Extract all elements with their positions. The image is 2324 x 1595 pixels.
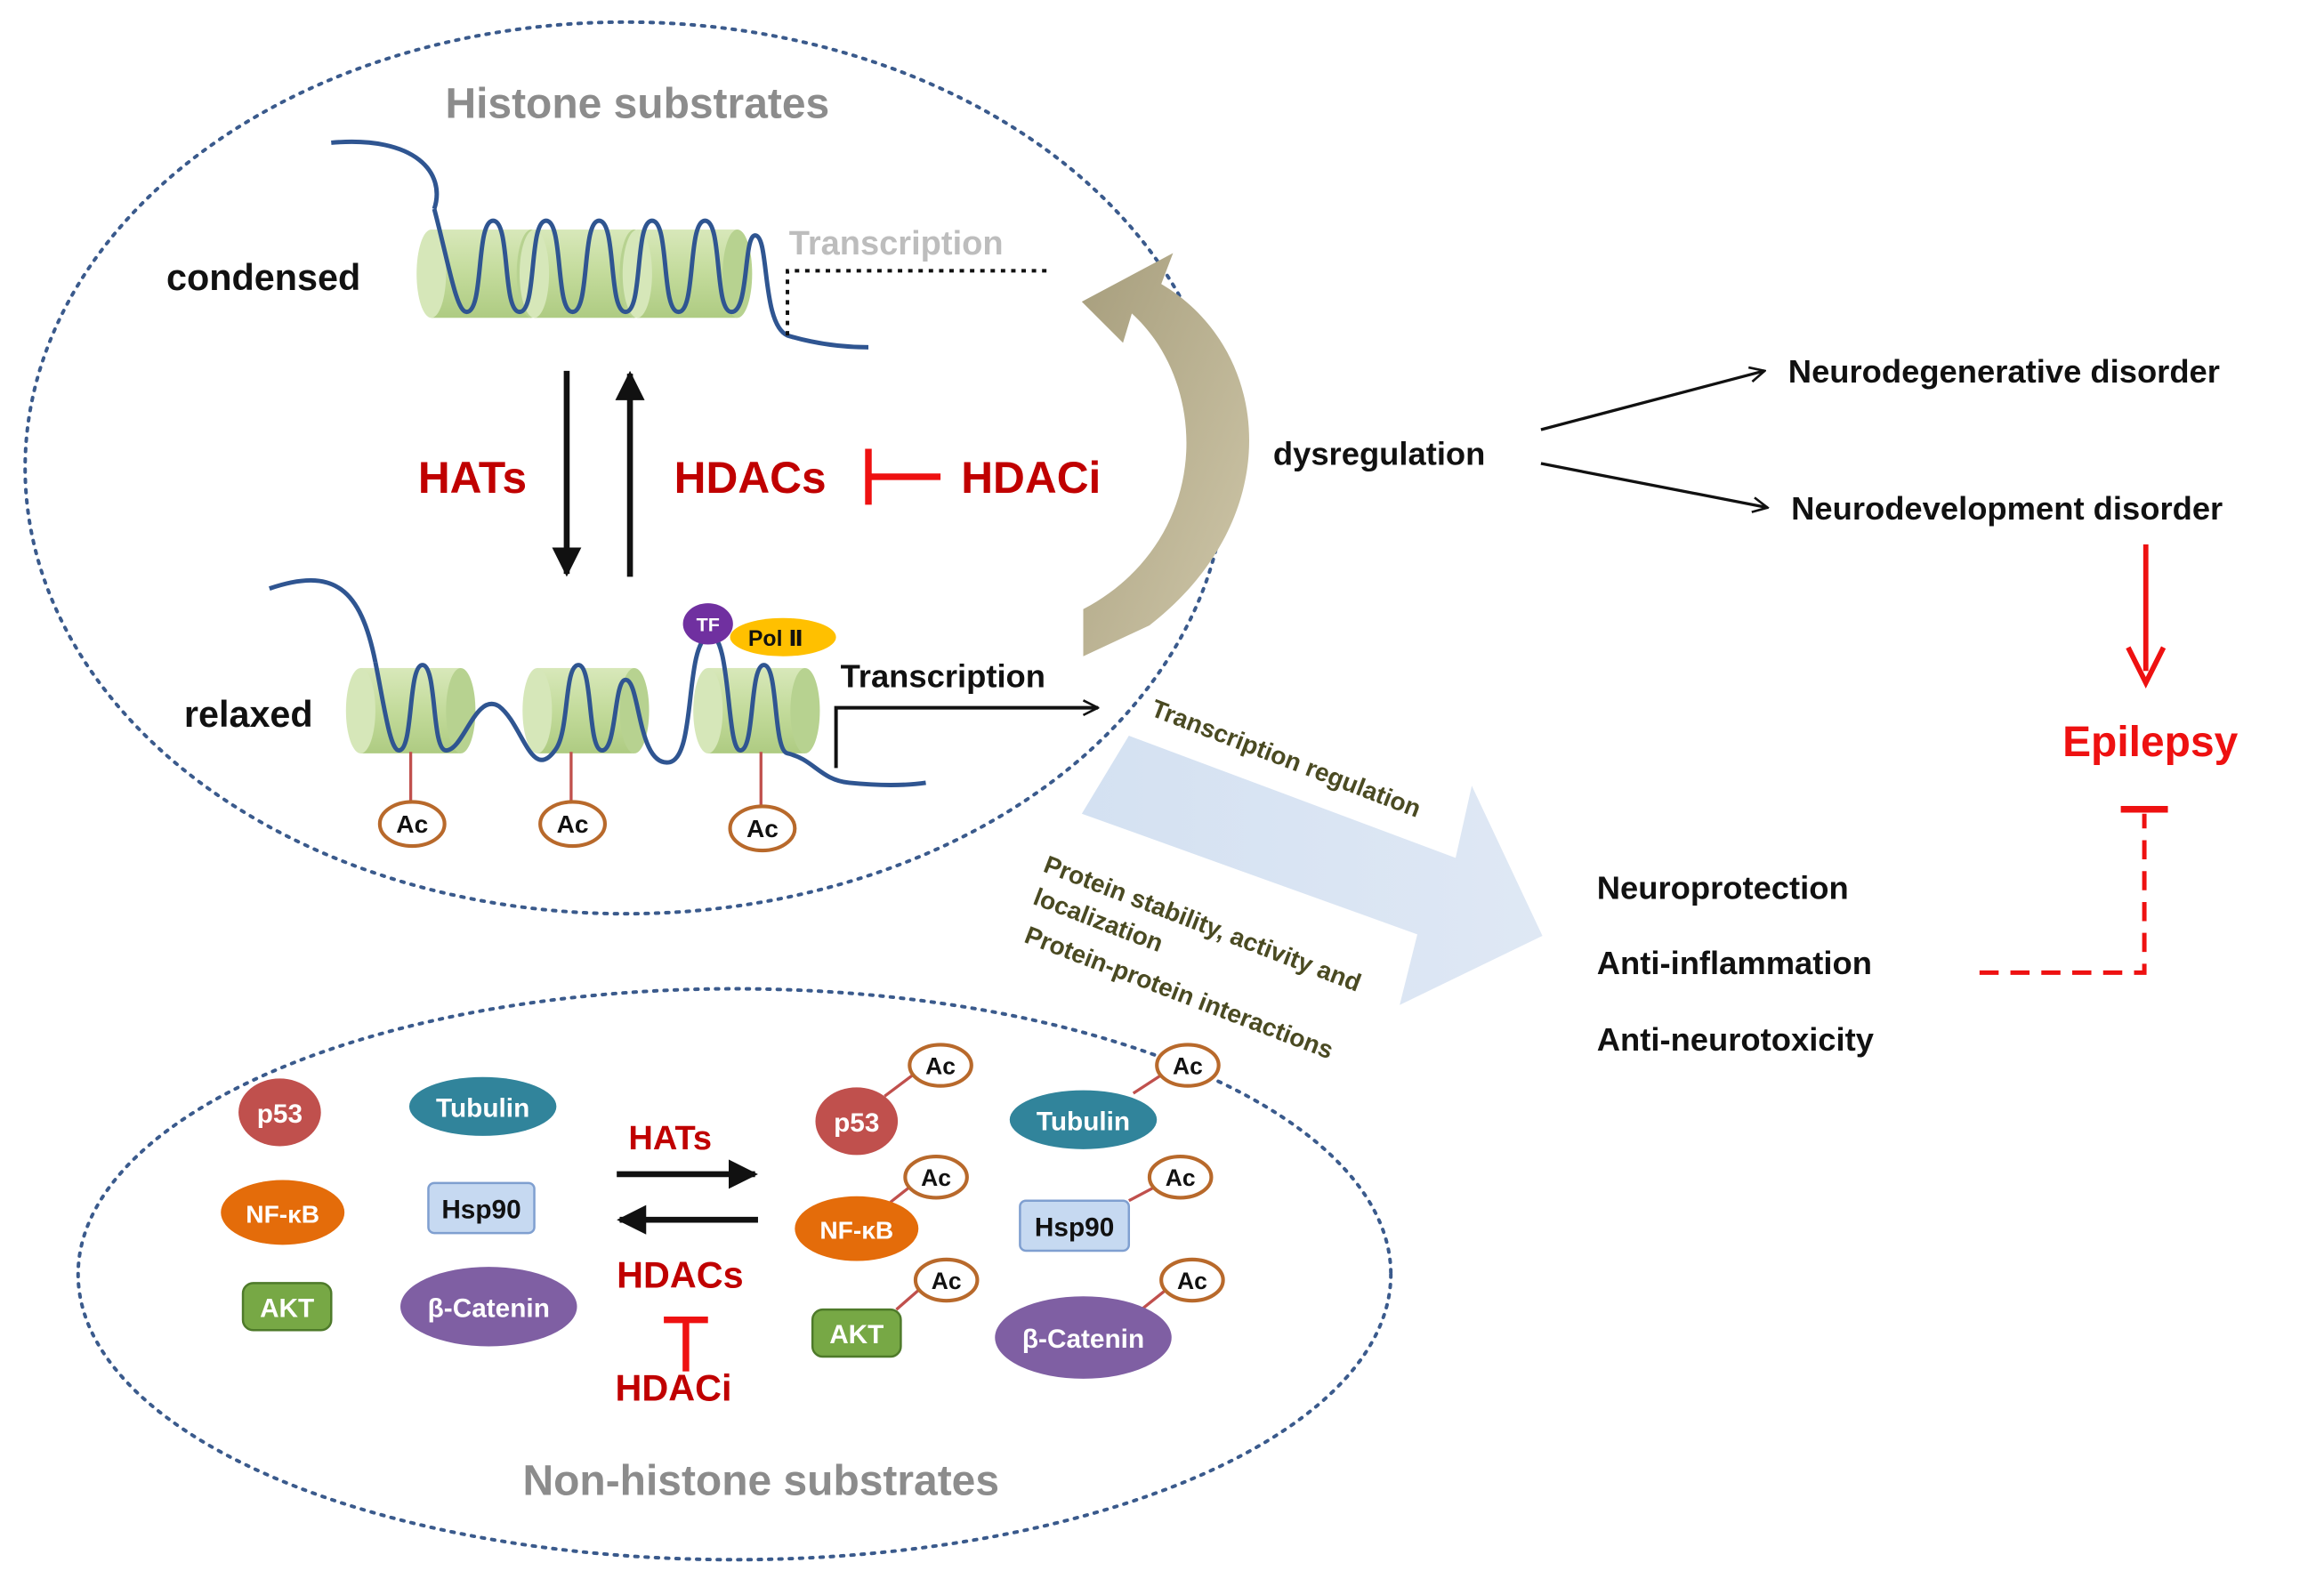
epilepsy-inhibition-line (1979, 806, 2168, 975)
acetylated-akt: AKT Ac (811, 1257, 980, 1358)
protein-nfkb: NF-κB (221, 1180, 345, 1245)
histone-equilibrium: HATs HDACs HDACi (418, 370, 1101, 577)
nonhistone-equilibrium: HATs HDACs HDACi (616, 1120, 758, 1409)
protein-tubulin: Tubulin (408, 1076, 557, 1136)
transcription-on-label: Transcription (841, 657, 1045, 694)
regulation-block-arrow (1081, 736, 1543, 1005)
arrow-to-epilepsy (2126, 544, 2167, 689)
condensed-label: condensed (166, 257, 360, 298)
transcription-on-arrow (834, 708, 1098, 769)
ac-label: Ac (1166, 1164, 1196, 1191)
effect-anti-neurotoxicity: Anti-neurotoxicity (1597, 1021, 1875, 1058)
protein-catenin: β-Catenin (400, 1267, 577, 1347)
ac-label: Ac (925, 1052, 956, 1079)
acetylated-nfkb: NF-κB Ac (795, 1155, 969, 1261)
nonhistone-boundary (76, 987, 1393, 1562)
relaxed-dna-tail-left (269, 578, 378, 663)
relaxed-chromatin: relaxed TF Pol Ⅱ Ac Ac (184, 578, 1098, 853)
ac-label: Ac (746, 815, 779, 842)
catenin-label: β-Catenin (1022, 1325, 1144, 1354)
histone-hats-label: HATs (418, 453, 527, 503)
transcription-off-label: Transcription (789, 225, 1004, 262)
histone-title: Histone substrates (445, 80, 829, 127)
nonhistone-inhibition-bar (664, 1316, 708, 1372)
acetyl-group: Ac (377, 752, 447, 849)
histone-inhibition-bar (865, 448, 941, 505)
protein-p53: p53 (238, 1078, 321, 1147)
protein-hsp90: Hsp90 (427, 1181, 536, 1235)
pol2-protein: Pol Ⅱ (730, 617, 836, 657)
nonhistone-title: Non-histone substrates (522, 1458, 999, 1505)
nonhistone-hats-label: HATs (628, 1120, 712, 1157)
ac-label: Ac (557, 810, 589, 838)
arrow-to-neurodevelopment (1540, 462, 1768, 508)
ac-label: Ac (932, 1268, 962, 1294)
p53-label: p53 (834, 1108, 879, 1138)
acetylated-tubulin: Tubulin Ac (1009, 1043, 1221, 1149)
condensed-chromatin: condensed Transcription (166, 139, 1053, 350)
epilepsy-label: Epilepsy (2062, 719, 2239, 766)
tf-label: TF (697, 615, 720, 636)
dysregulation-label: dysregulation (1273, 436, 1486, 472)
ac-label: Ac (921, 1164, 951, 1191)
effect-anti-inflammation: Anti-inflammation (1597, 945, 1872, 981)
acetylated-catenin: β-Catenin Ac (995, 1257, 1225, 1379)
effects-list: Neuroprotection Anti-inflammation Anti-n… (1597, 870, 1875, 1058)
acetyl-group: Ac (728, 752, 797, 853)
transcription-off-line (786, 269, 1053, 336)
condensed-dna-coil (432, 208, 869, 350)
nonhistone-hdaci-label: HDACi (616, 1368, 732, 1409)
tubulin-label: Tubulin (436, 1093, 529, 1123)
histone-hdaci-label: HDACi (961, 453, 1101, 503)
tubulin-label: Tubulin (1037, 1107, 1130, 1136)
acetyl-group: Ac (538, 752, 608, 849)
hsp90-label: Hsp90 (1035, 1212, 1114, 1242)
ac-label: Ac (396, 810, 428, 838)
effect-neuroprotection: Neuroprotection (1597, 870, 1849, 906)
p53-label: p53 (257, 1100, 303, 1129)
akt-label: AKT (260, 1293, 314, 1323)
histone-hdacs-label: HDACs (674, 453, 827, 503)
nonhistone-section: Non-histone substrates p53 Tubulin NF-κB… (76, 987, 1393, 1562)
tf-protein: TF (682, 603, 733, 645)
histone-section: Histone substrates condensed Transcripti (23, 20, 1228, 916)
acetylated-hsp90: Hsp90 Ac (1019, 1155, 1214, 1253)
nfkb-label: NF-κB (819, 1217, 893, 1245)
dysregulation-curved-arrow (1081, 253, 1250, 657)
protein-akt: AKT (241, 1282, 333, 1332)
ac-label: Ac (1177, 1268, 1207, 1294)
pol2-label: Pol Ⅱ (748, 627, 803, 651)
neurodegenerative-label: Neurodegenerative disorder (1788, 353, 2220, 390)
nonhistone-hdacs-label: HDACs (617, 1254, 743, 1295)
ac-label: Ac (1173, 1052, 1203, 1079)
nfkb-label: NF-κB (246, 1201, 319, 1228)
acetylated-p53: p53 Ac (815, 1043, 973, 1156)
neurodevelopment-label: Neurodevelopment disorder (1791, 490, 2223, 527)
condensed-dna-tail-left (331, 139, 440, 210)
relaxed-label: relaxed (184, 694, 313, 735)
relaxed-dna-coil (373, 633, 926, 787)
akt-label: AKT (829, 1320, 884, 1349)
arrow-to-neurodegenerative (1540, 371, 1764, 431)
hsp90-label: Hsp90 (441, 1196, 520, 1225)
catenin-label: β-Catenin (428, 1293, 550, 1323)
